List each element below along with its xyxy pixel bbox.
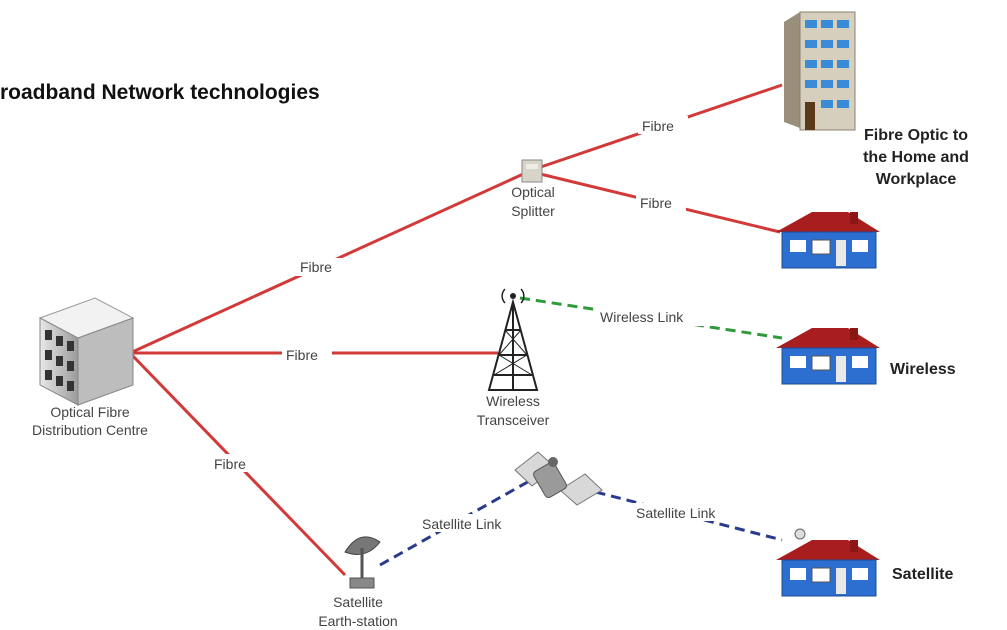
splitter-label-line-1: Optical	[511, 184, 555, 200]
fibre-label: Fibre	[286, 347, 318, 363]
optical-splitter-icon	[521, 159, 543, 183]
distribution-centre-building-icon	[38, 297, 135, 406]
satellite-link-label: Satellite Link	[636, 505, 716, 521]
splitter-label-line-2: Splitter	[511, 203, 555, 219]
satellite-link-label: Satellite Link	[422, 516, 502, 532]
house-icon	[776, 212, 880, 269]
wireless-link-label: Wireless Link	[600, 309, 684, 325]
fibre-label: Fibre	[214, 456, 246, 472]
label-bg	[282, 345, 332, 363]
wireless-node-label: Wireless	[890, 361, 956, 378]
transceiver-label-line-2: Transceiver	[477, 412, 550, 428]
house-icon	[776, 328, 880, 385]
satellite-dish-icon	[344, 536, 381, 589]
wireless-tower-icon	[487, 288, 539, 391]
distribution-centre-label-line-1: Optical Fibre	[50, 404, 130, 420]
label-bg	[596, 308, 714, 326]
label-bg	[296, 258, 342, 276]
label-bg	[638, 116, 688, 134]
fttx-label-line-2: the Home and	[863, 149, 969, 166]
satellite-node-label: Satellite	[892, 566, 953, 583]
distribution-centre-label-line-2: Distribution Centre	[32, 422, 148, 438]
label-bg	[636, 193, 686, 211]
fibre-label: Fibre	[640, 195, 672, 211]
label-bg	[418, 514, 532, 532]
fibre-label: Fibre	[642, 118, 674, 134]
satellite-icon	[514, 451, 603, 506]
diagram-title: roadband Network technologies	[0, 81, 320, 104]
transceiver-label-line-1: Wireless	[486, 393, 540, 409]
label-bg	[632, 503, 746, 521]
label-bg	[210, 454, 260, 472]
earth-station-label-line-2: Earth-station	[318, 613, 397, 629]
rooftop-dish-icon	[794, 528, 806, 540]
fttx-label-line-3: Workplace	[876, 171, 957, 188]
house-icon	[776, 540, 880, 597]
satellite-link-uplink	[379, 473, 541, 567]
fttx-label-line-1: Fibre Optic to	[864, 127, 968, 144]
office-building-icon	[784, 11, 856, 131]
earth-station-label-line-1: Satellite	[333, 594, 383, 610]
fibre-label: Fibre	[300, 259, 332, 275]
